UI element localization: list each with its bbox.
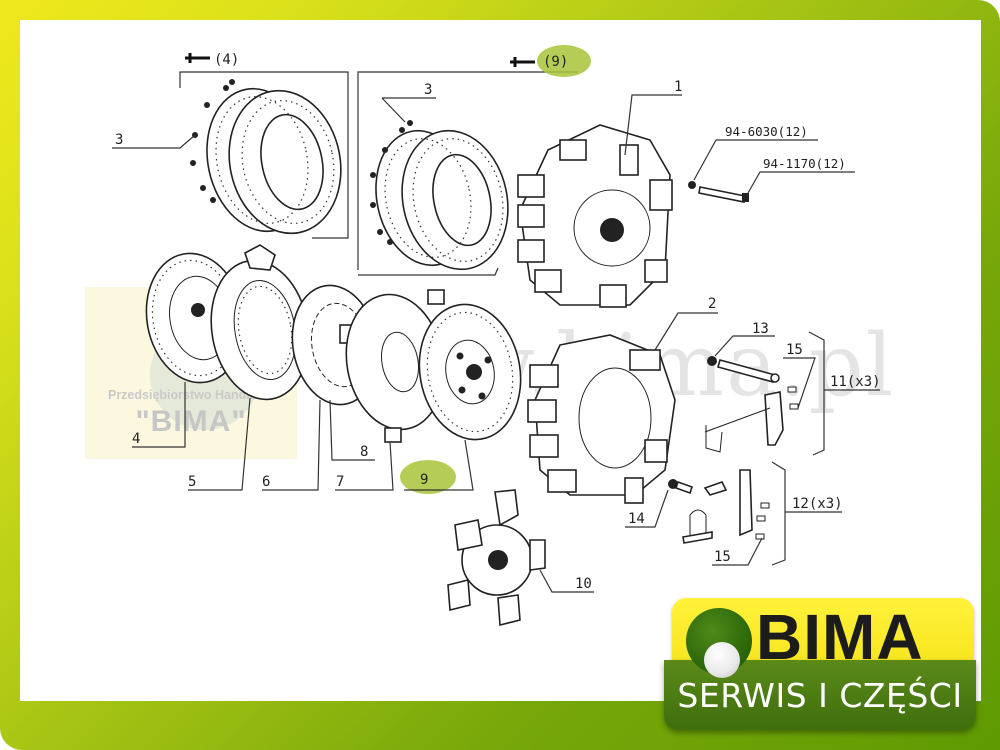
- watermark-company-line: Przedsiębiorstwo Handlowe: [107, 388, 274, 402]
- callout-bolt: 94-1170(12): [763, 156, 846, 171]
- cover-ring-5: [210, 244, 310, 401]
- callout-8: 8: [360, 444, 368, 460]
- arrow-icon: [185, 53, 210, 63]
- callout-7: 7: [336, 474, 344, 490]
- group-right-bracket: [357, 57, 578, 276]
- lever-kit-12: [668, 469, 770, 544]
- callout-9: 9: [420, 472, 428, 488]
- callout-nut: 94-6030(12): [725, 124, 808, 139]
- group-right-qty: (9): [543, 54, 568, 70]
- callout-12: 12(x3): [792, 496, 843, 512]
- bolt-and-nut: [688, 181, 749, 203]
- callout-5: 5: [188, 474, 196, 490]
- callout-14: 14: [628, 511, 645, 527]
- lever-kit-11: [704, 356, 799, 453]
- highlight-callout-9: [400, 460, 456, 494]
- callout-15a: 15: [786, 342, 803, 358]
- bima-logo: BIMA SERWIS I CZĘŚCI: [664, 598, 976, 731]
- arrow-icon: [510, 57, 535, 67]
- callout-6: 6: [262, 474, 270, 490]
- logo-tagline: SERWIS I CZĘŚCI: [677, 676, 963, 715]
- callout-11: 11(x3): [830, 374, 881, 390]
- callout-15b: 15: [714, 549, 731, 565]
- pressure-plate-assembly: [517, 124, 673, 308]
- rivets-left: [190, 79, 235, 203]
- callout-4: 4: [132, 431, 140, 447]
- friction-rings-right: [375, 129, 509, 271]
- clutch-disc-9: [418, 303, 522, 441]
- pressure-disc-8: [345, 289, 445, 443]
- callout-3b: 3: [424, 82, 432, 98]
- rivets-right: [370, 120, 413, 245]
- callout-3a: 3: [115, 132, 123, 148]
- ceramic-disc-10: [447, 489, 546, 627]
- group-left-qty: (4): [214, 52, 239, 68]
- logo-pearl-icon: [704, 642, 740, 678]
- callout-13: 13: [752, 321, 769, 337]
- logo-brand: BIMA: [756, 601, 924, 673]
- callout-1: 1: [674, 79, 682, 95]
- callout-10: 10: [575, 576, 592, 592]
- callout-2: 2: [708, 296, 716, 312]
- watermark-company-name: "BIMA": [135, 405, 247, 438]
- friction-rings-left: [206, 87, 342, 235]
- pressure-plate-2: [527, 334, 676, 504]
- highlight-group-qty: [537, 45, 591, 77]
- group-left-bracket: [179, 53, 349, 239]
